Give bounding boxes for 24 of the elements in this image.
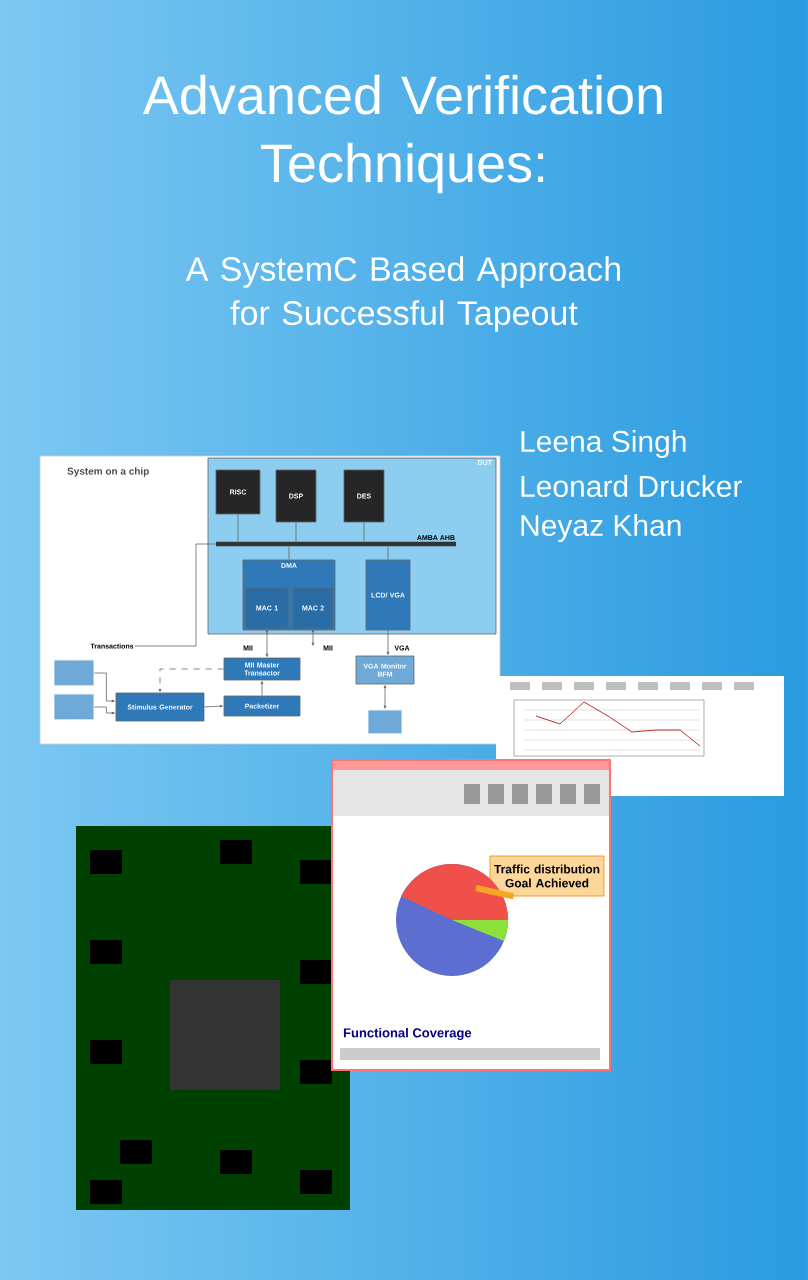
- storage-cylinder: [53, 659, 95, 687]
- connector-line: [134, 543, 216, 647]
- author-name: Leena Singh: [521, 430, 686, 458]
- connector-line: [387, 546, 389, 560]
- arrow: [265, 629, 269, 657]
- arrow: [383, 685, 387, 709]
- arrow: [158, 668, 224, 692]
- arrow: [311, 629, 315, 646]
- subtitle: A SystemC Based Approach for Successful Tapeout: [185, 256, 620, 332]
- connector-line: [295, 522, 297, 542]
- author-name: Neyaz Khan: [521, 514, 681, 542]
- arrow: [260, 681, 264, 696]
- arrow: [94, 672, 115, 703]
- title: Advanced Verification Techniques:: [142, 74, 662, 194]
- arrow: [204, 704, 223, 708]
- arrow: [386, 630, 390, 655]
- connector-line: [363, 522, 365, 542]
- connector-line: [237, 514, 239, 542]
- connector-line: [288, 546, 290, 560]
- author-name: Leonard Drucker: [521, 475, 742, 497]
- storage-cylinder: [367, 709, 403, 735]
- storage-cylinder: [53, 693, 95, 721]
- connector-line: [475, 885, 515, 900]
- arrow: [94, 706, 115, 715]
